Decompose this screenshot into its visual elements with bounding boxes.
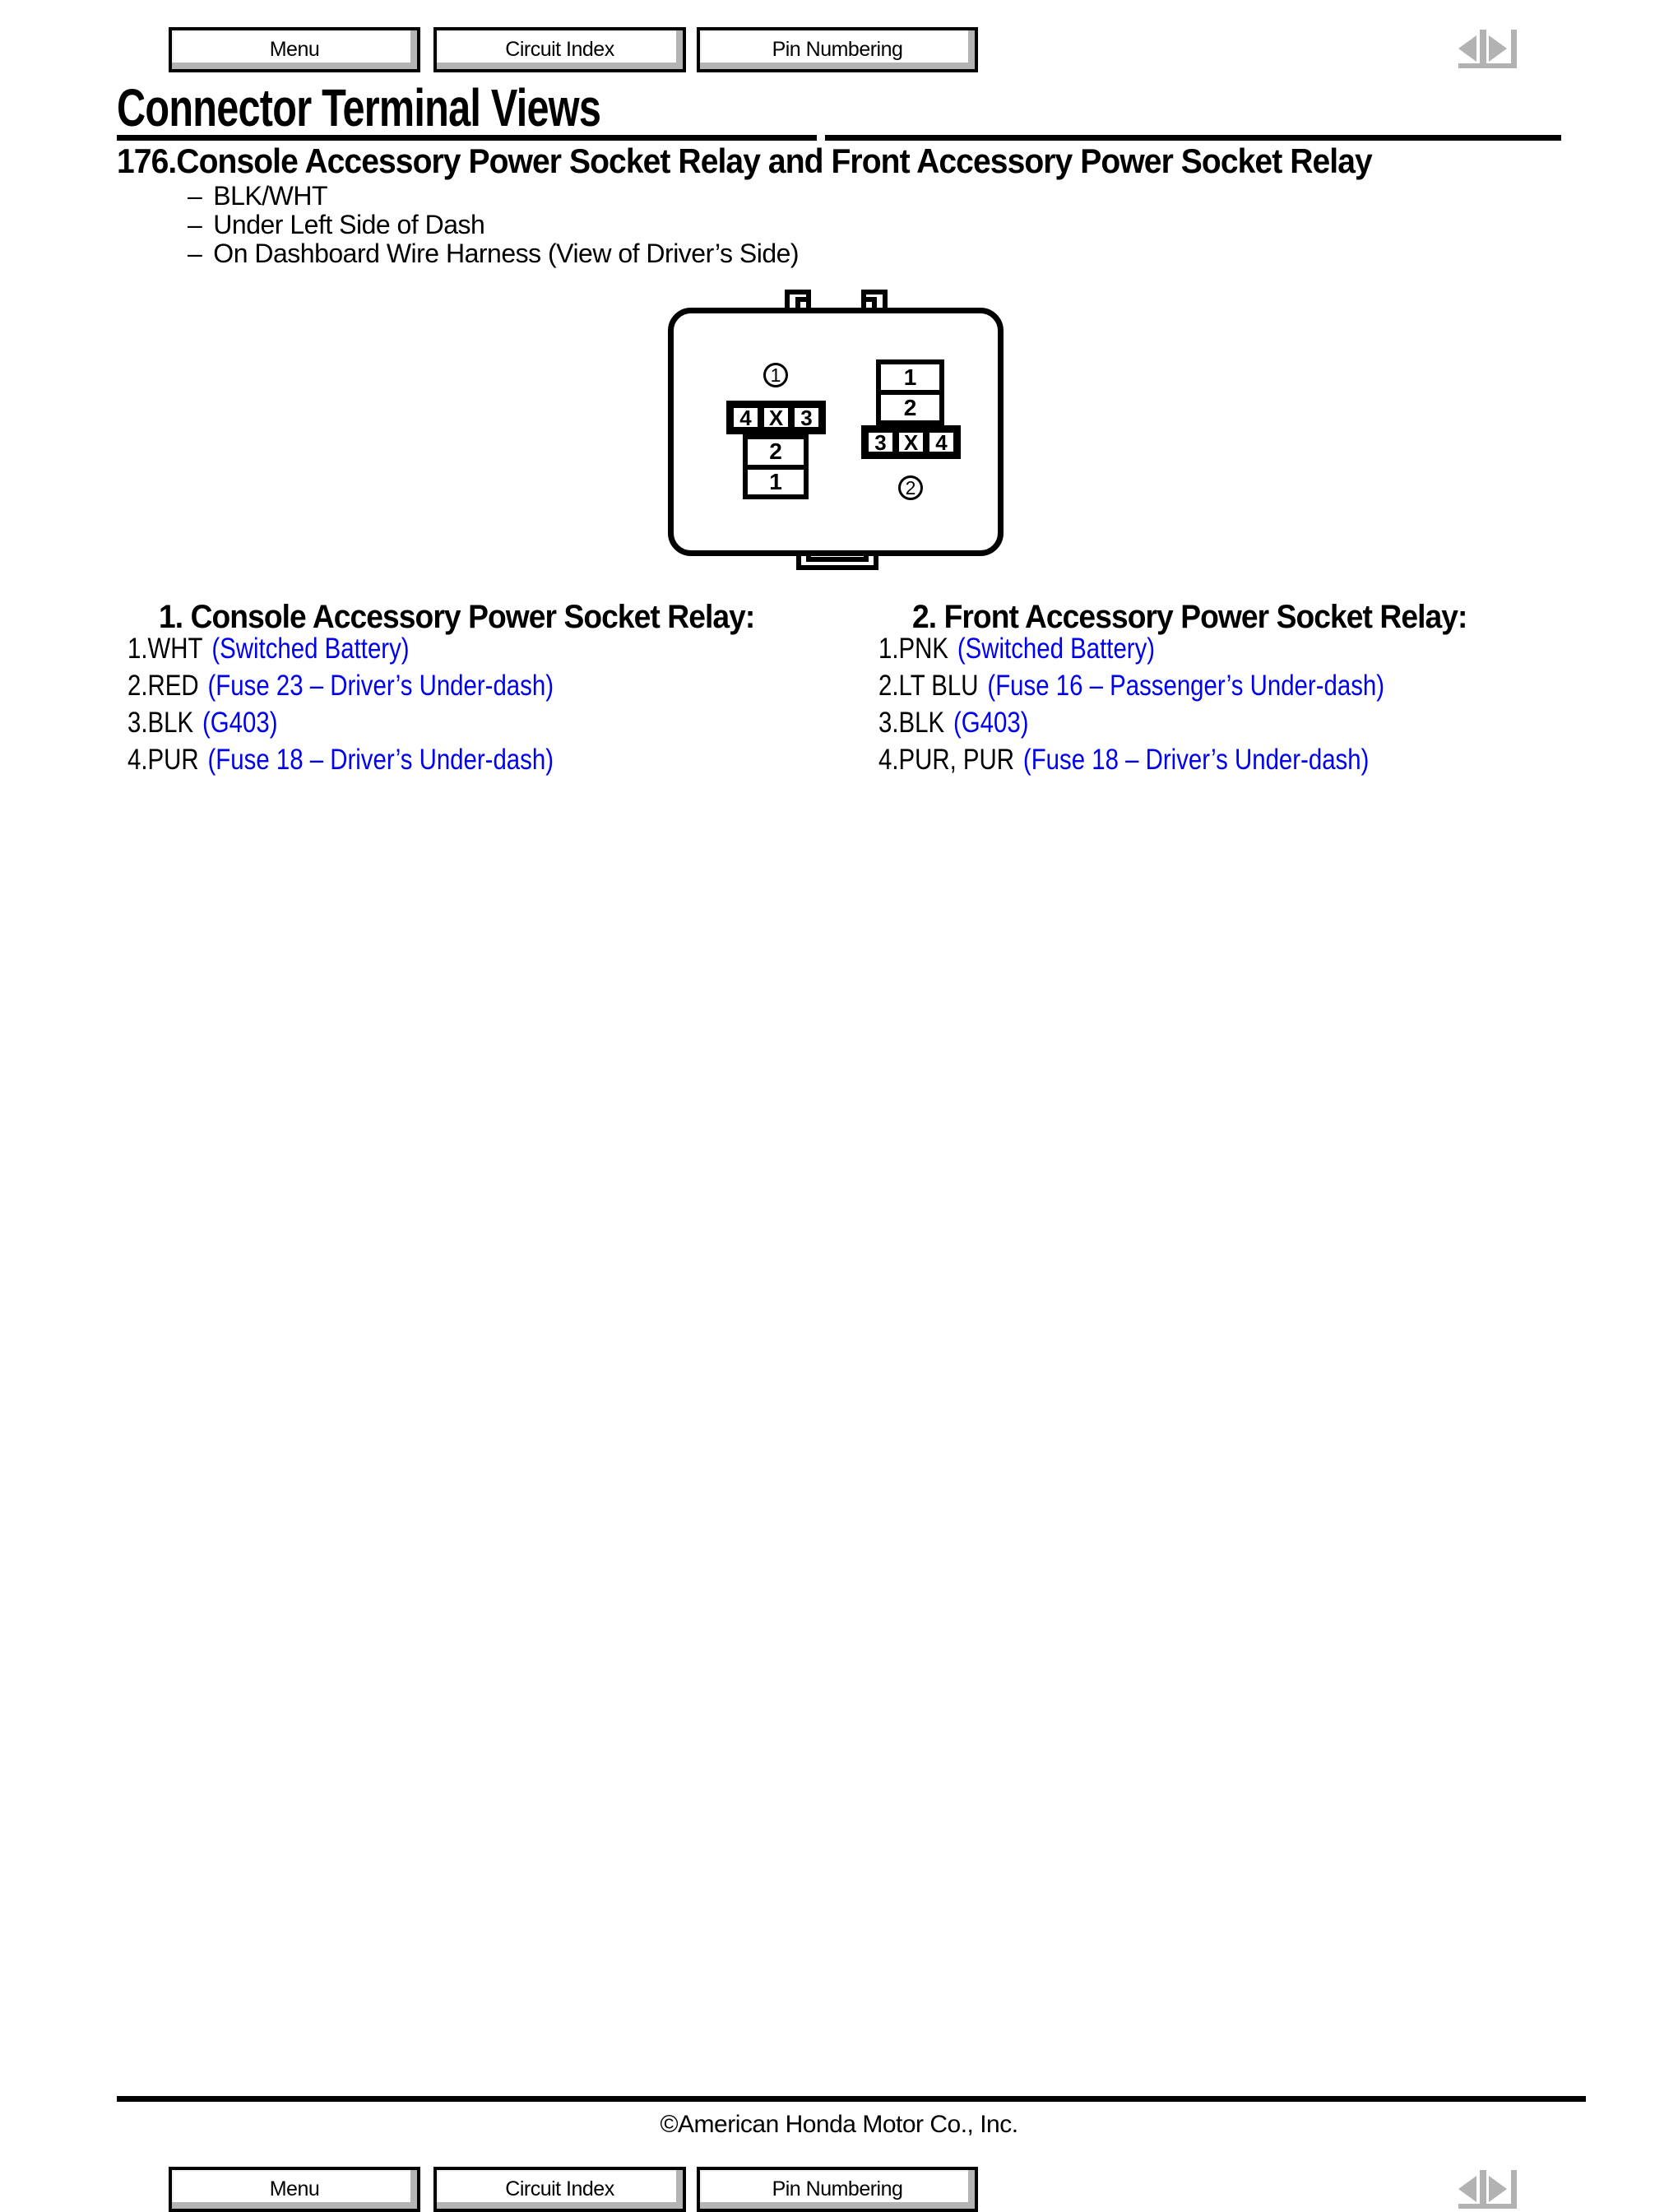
pin-wire-color: 1.WHT xyxy=(127,633,203,665)
icon-underline xyxy=(1458,2204,1517,2209)
circuit-index-button-bottom[interactable]: Circuit Index xyxy=(433,2167,686,2212)
connector-bottom-tab xyxy=(796,552,878,570)
bullet-text: On Dashboard Wire Harness (View of Drive… xyxy=(213,239,800,268)
legend2-heading: 2. Front Accessory Power Socket Relay: xyxy=(912,599,1467,635)
legend1-heading: 1. Console Accessory Power Socket Relay: xyxy=(159,599,755,635)
bullet-item: – On Dashboard Wire Harness (View of Dri… xyxy=(188,239,800,268)
pin-wire-color: 3.BLK xyxy=(127,707,194,739)
pin-cell: 3 xyxy=(791,405,822,430)
next-bar-icon xyxy=(1511,2170,1517,2206)
page-title: Connector Terminal Views xyxy=(117,78,601,137)
pin-cell: X xyxy=(896,429,926,455)
menu-button-bottom[interactable]: Menu xyxy=(169,2167,420,2212)
pin-cell: 4 xyxy=(926,429,957,455)
page-prev-next-icon[interactable] xyxy=(1456,26,1520,69)
next-arrow-icon[interactable] xyxy=(1489,35,1507,62)
connector2-circled-number: 2 xyxy=(898,475,923,500)
pin-list-item: 1.WHT(Switched Battery) xyxy=(127,633,410,665)
pin-cell: 2 xyxy=(769,438,782,465)
pin-list-item: 3.BLK(G403) xyxy=(127,707,278,739)
bullet-item: – Under Left Side of Dash xyxy=(188,210,485,239)
pin-list-item: 1.PNK (Switched Battery) xyxy=(878,633,1155,665)
prev-bar-icon xyxy=(1480,2170,1486,2206)
pin-cell: X xyxy=(761,405,791,430)
pin-cell: 2 xyxy=(881,390,939,420)
pin-list-item: 3.BLK(G403) xyxy=(878,707,1029,739)
pin-cell: 4 xyxy=(730,405,761,430)
pin-circuit: (Fuse 23 – Driver’s Under-dash) xyxy=(207,670,554,702)
section-title: 176.Console Accessory Power Socket Relay… xyxy=(117,141,1373,180)
header-rule-left xyxy=(117,135,817,141)
copyright-text: ©American Honda Motor Co., Inc. xyxy=(660,2111,1018,2138)
pin-circuit: (Fuse 16 – Passenger’s Under-dash) xyxy=(987,670,1385,702)
pin-list-item: 2.LT BLU(Fuse 16 – Passenger’s Under-das… xyxy=(878,670,1384,702)
pin-circuit: (G403) xyxy=(953,707,1029,739)
pin-list-item: 4.PUR, PUR(Fuse 18 – Driver’s Under-dash… xyxy=(878,744,1369,776)
circuit-index-button[interactable]: Circuit Index xyxy=(433,27,686,72)
pin-wire-color: 4.PUR xyxy=(127,744,199,776)
bullet-text: BLK/WHT xyxy=(213,181,328,211)
connector1-pin-row: 4 X 3 xyxy=(726,401,826,434)
menu-button[interactable]: Menu xyxy=(169,27,420,72)
pin-cell: 1 xyxy=(903,364,917,390)
pin-wire-color: 3.BLK xyxy=(878,707,945,739)
connector-top-tab-left xyxy=(785,290,811,311)
icon-underline xyxy=(1458,63,1517,68)
connector-top-tab-right xyxy=(861,290,888,311)
connector2-pin-row: 3 X 4 xyxy=(861,425,961,459)
prev-arrow-icon[interactable] xyxy=(1458,2176,1476,2202)
connector1-pin-column: 2 1 xyxy=(743,434,809,499)
pin-list-item: 2.RED(Fuse 23 – Driver’s Under-dash) xyxy=(127,670,554,702)
pin-numbering-button[interactable]: Pin Numbering xyxy=(697,27,978,72)
pin-circuit: (Fuse 18 – Driver’s Under-dash) xyxy=(1022,744,1370,776)
next-bar-icon xyxy=(1511,30,1517,66)
pin-wire-color: 1.PNK xyxy=(878,633,948,665)
pin-circuit: (G403) xyxy=(202,707,278,739)
pin-numbering-button-bottom[interactable]: Pin Numbering xyxy=(697,2167,978,2212)
next-arrow-icon[interactable] xyxy=(1489,2176,1507,2202)
connector2-pin-column: 1 2 xyxy=(876,359,944,425)
pin-circuit: (Switched Battery) xyxy=(957,633,1156,665)
pin-wire-color: 4.PUR, PUR xyxy=(878,744,1015,776)
pin-wire-color: 2.RED xyxy=(127,670,199,702)
bullet-item: – BLK/WHT xyxy=(188,181,328,211)
pin-circuit: (Switched Battery) xyxy=(211,633,410,665)
prev-arrow-icon[interactable] xyxy=(1458,35,1476,62)
connector1-circled-number: 1 xyxy=(763,363,788,387)
prev-bar-icon xyxy=(1480,30,1486,66)
header-rule-right xyxy=(825,135,1561,141)
bullet-dash: – xyxy=(188,181,202,211)
page-prev-next-icon-bottom[interactable] xyxy=(1456,2166,1520,2210)
pin-cell: 3 xyxy=(865,429,896,455)
pin-list-item: 4.PUR(Fuse 18 – Driver’s Under-dash) xyxy=(127,744,554,776)
pin-cell: 1 xyxy=(748,464,804,495)
bullet-dash: – xyxy=(188,210,202,239)
pin-circuit: (Fuse 18 – Driver’s Under-dash) xyxy=(207,744,554,776)
footer-rule xyxy=(117,2096,1586,2102)
pin-wire-color: 2.LT BLU xyxy=(878,670,979,702)
bullet-dash: – xyxy=(188,239,202,268)
bullet-text: Under Left Side of Dash xyxy=(213,210,485,239)
